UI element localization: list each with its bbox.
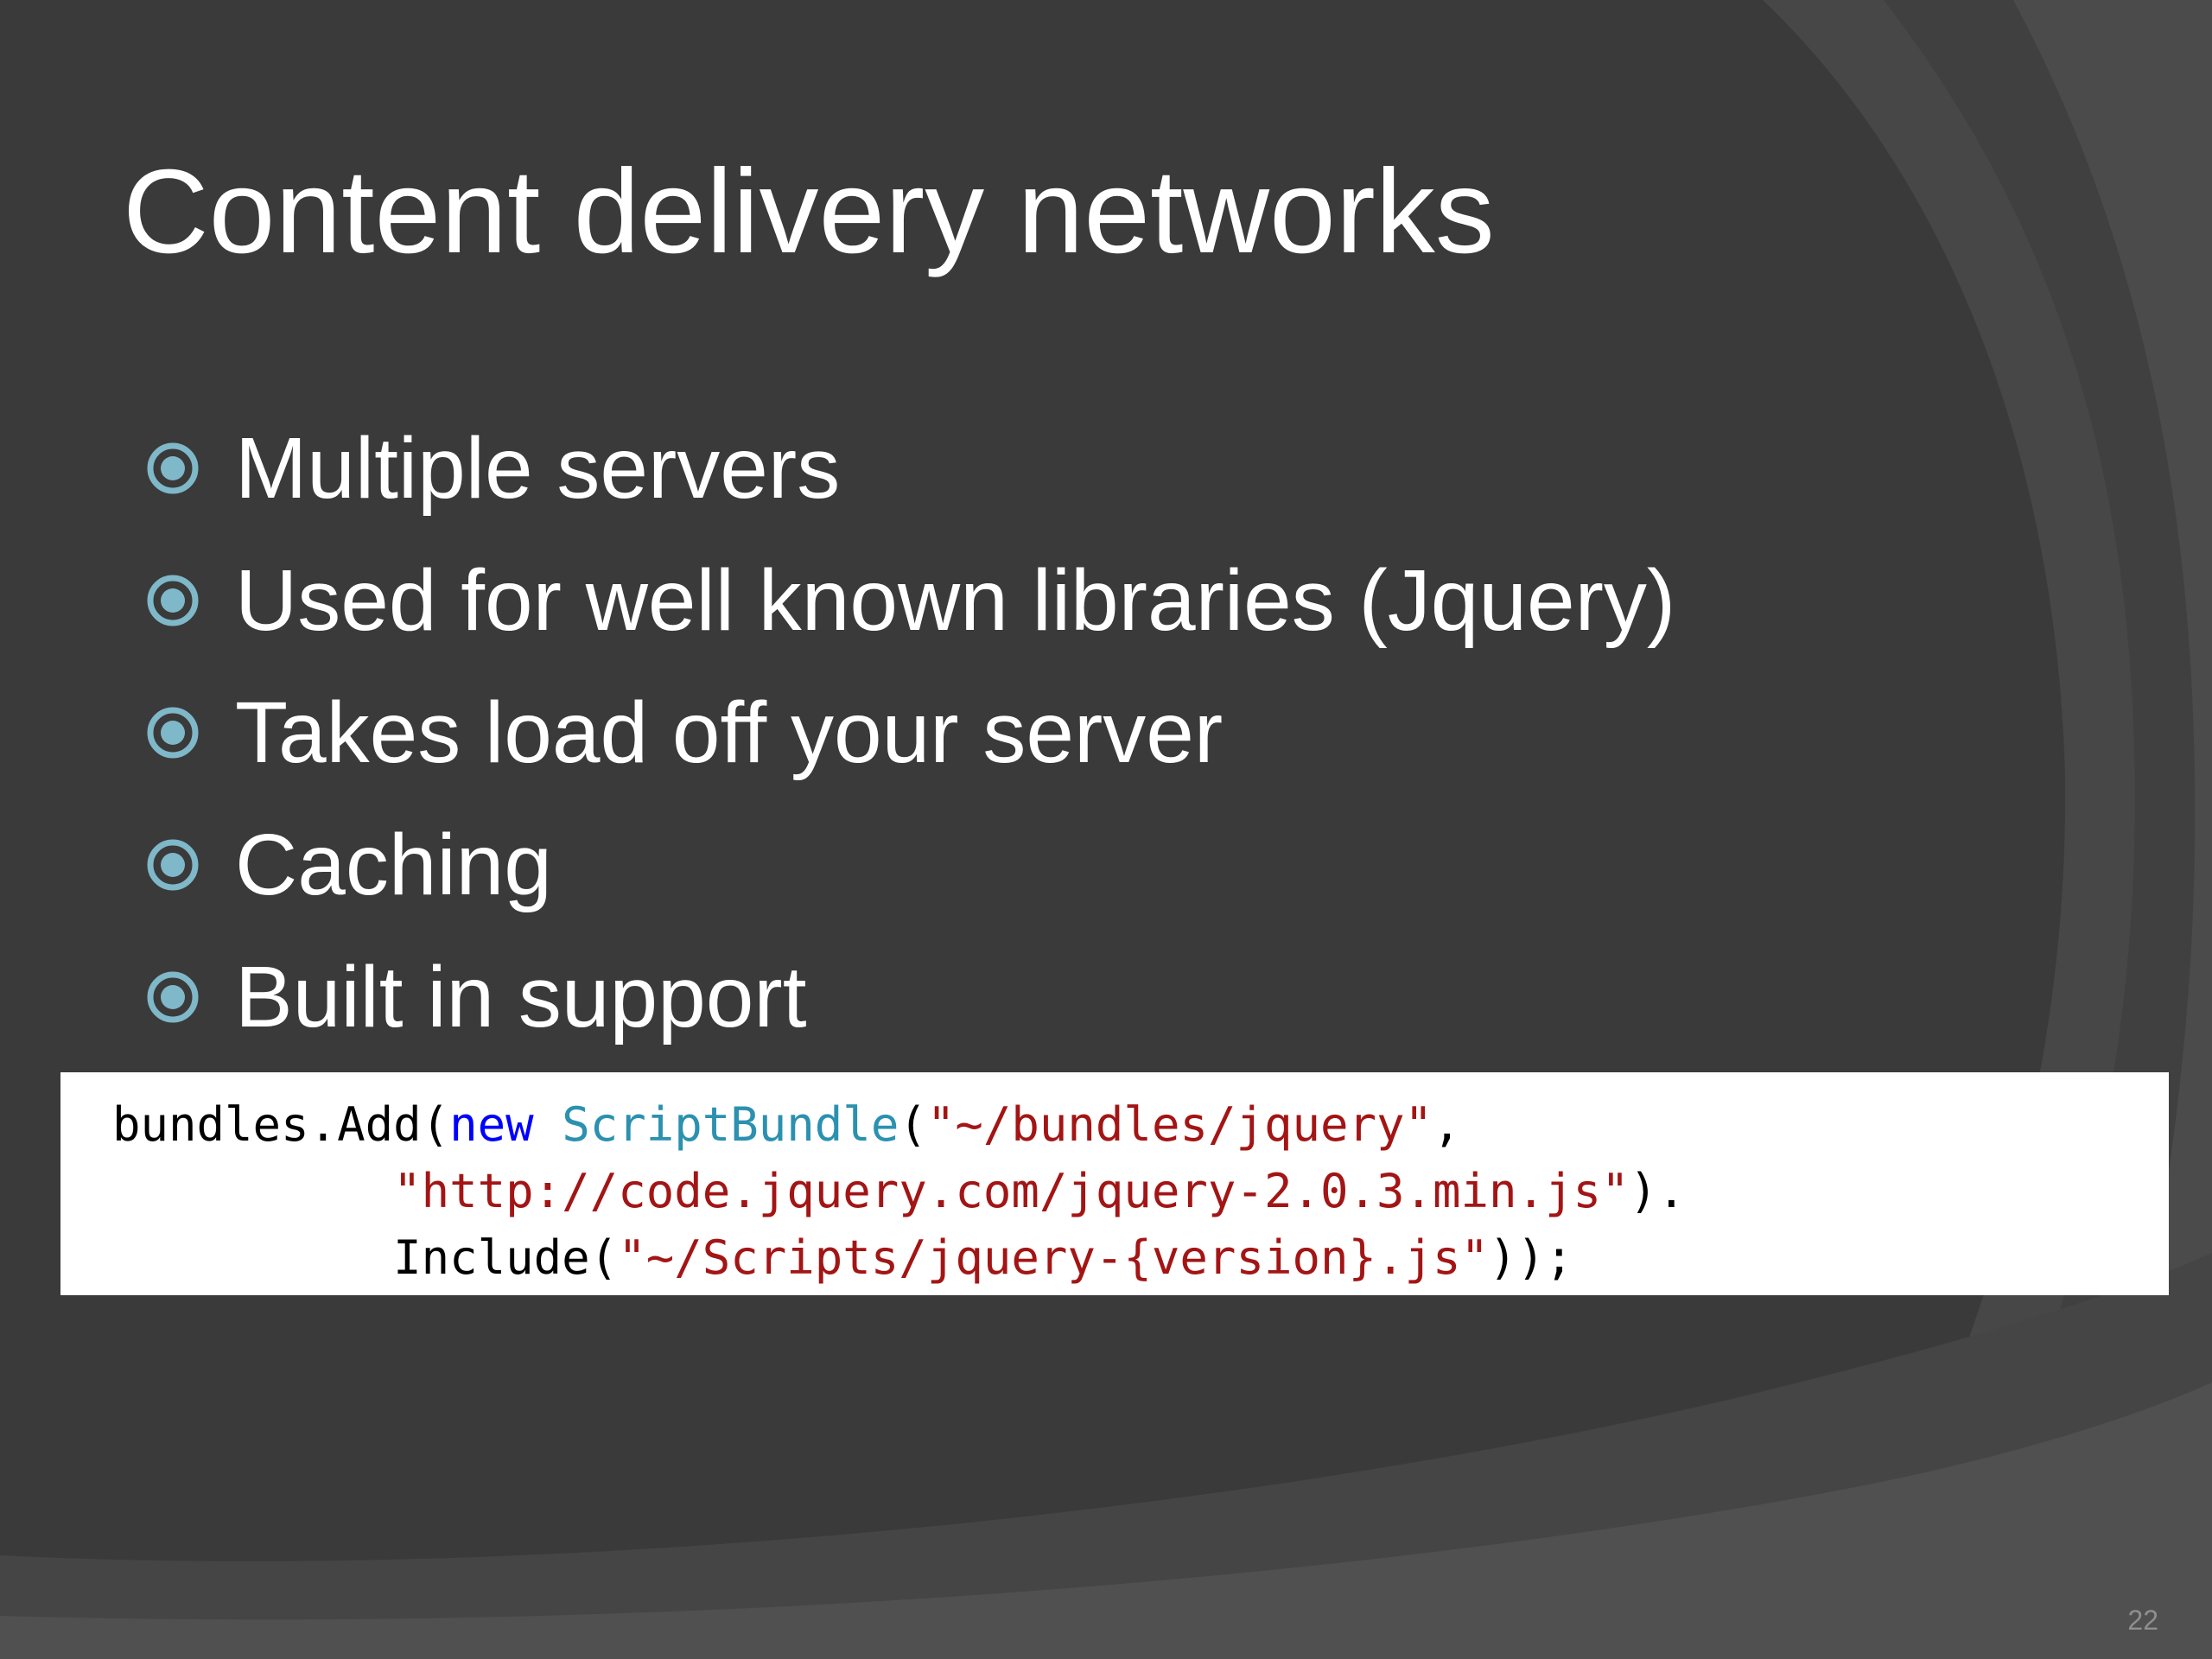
circled-dot-bullet-icon — [147, 442, 199, 493]
code-indent — [112, 1230, 393, 1285]
bullet-item: Takes load off your server — [145, 666, 1675, 798]
bullet-item: Caching — [145, 798, 1675, 931]
bullet-text: Takes load off your server — [235, 683, 1224, 781]
code-plain: Include( — [393, 1230, 619, 1285]
code-string: "~/bundles/jquery" — [926, 1097, 1433, 1152]
code-line-1: bundles.Add(new ScriptBundle("~/bundles/… — [112, 1091, 2169, 1158]
code-string: "~/Scripts/jquery-{version}.js" — [618, 1230, 1490, 1285]
code-string: "http://code.jquery.com/jquery-2.0.3.min… — [393, 1164, 1630, 1218]
slide-title: Content delivery networks — [123, 145, 1495, 278]
code-line-2: "http://code.jquery.com/jquery-2.0.3.min… — [112, 1158, 2169, 1224]
bullet-text: Built in support — [235, 948, 807, 1046]
code-plain: , — [1433, 1097, 1461, 1152]
code-type: ScriptBundle — [562, 1097, 899, 1152]
circled-dot-bullet-icon — [147, 839, 199, 890]
code-plain: ( — [899, 1097, 927, 1152]
code-keyword: new — [449, 1097, 534, 1152]
code-indent — [112, 1164, 393, 1218]
bullet-list: Multiple servers Used for well known lib… — [145, 402, 1675, 1063]
code-plain: )); — [1489, 1230, 1573, 1285]
code-snippet: bundles.Add(new ScriptBundle("~/bundles/… — [60, 1072, 2169, 1295]
circled-dot-bullet-icon — [147, 971, 199, 1022]
code-plain: bundles.Add( — [112, 1097, 450, 1152]
code-space — [534, 1097, 563, 1152]
bullet-item: Built in support — [145, 931, 1675, 1063]
bullet-item: Used for well known libraries (Jquery) — [145, 534, 1675, 666]
bullet-text: Caching — [235, 816, 552, 913]
code-plain: ). — [1629, 1164, 1686, 1218]
slide-number: 22 — [2127, 1605, 2158, 1636]
circled-dot-bullet-icon — [147, 707, 199, 758]
code-line-3: Include("~/Scripts/jquery-{version}.js")… — [112, 1224, 2169, 1291]
bullet-text: Multiple servers — [235, 419, 841, 517]
circled-dot-bullet-icon — [147, 575, 199, 626]
bullet-text: Used for well known libraries (Jquery) — [235, 551, 1676, 649]
bullet-item: Multiple servers — [145, 402, 1675, 534]
